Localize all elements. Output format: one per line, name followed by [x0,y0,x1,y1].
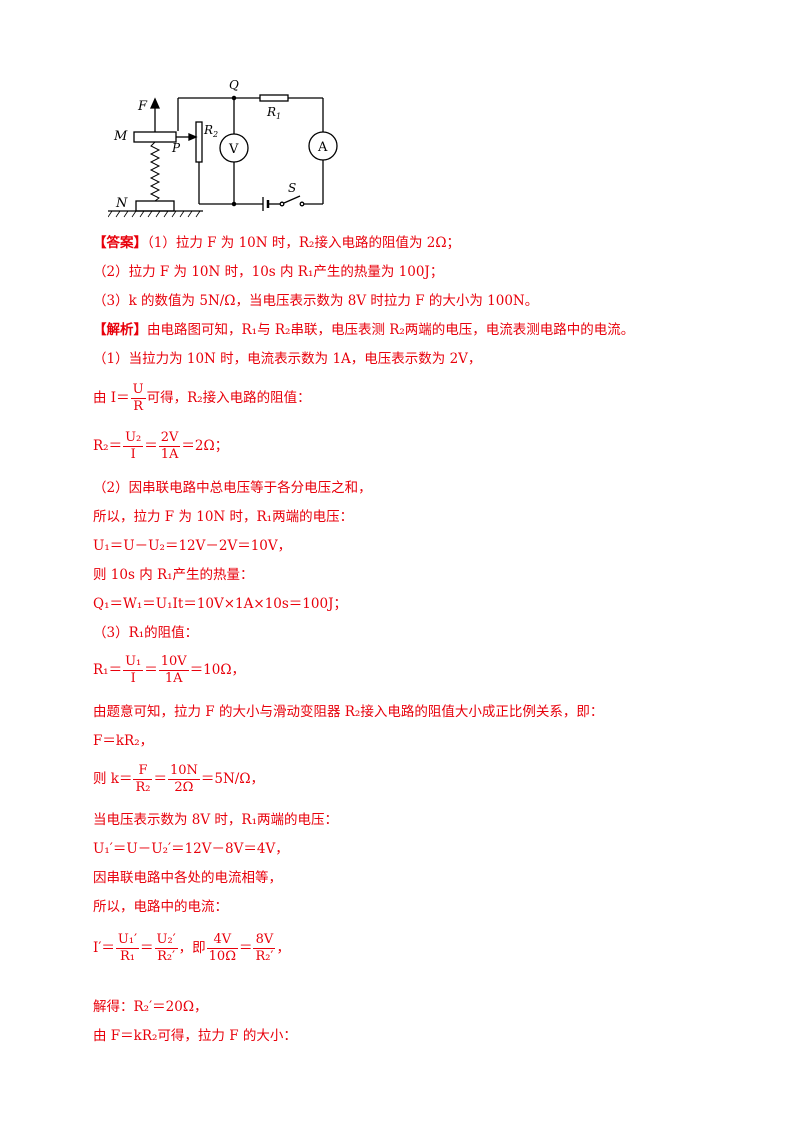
ohm-suffix: 可得，R₂接入电路的阻值： [146,390,311,406]
denominator: 10Ω [208,949,236,964]
r2-prefix: R₂＝ [93,438,123,454]
base-n-label: N [115,196,128,211]
heat-calc-line: Q₁＝W₁＝U₁It＝10V×1A×10s＝100J； [93,596,347,612]
ammeter-label: A [317,140,328,155]
u1-prime-line: U₁′＝U－U₂′＝12V－8V＝4V， [93,841,289,857]
denominator: R₂′ [255,949,274,964]
f-equals-kr-line: F＝kR₂， [93,733,154,749]
current-intro-line: 所以，电路中的电流： [93,899,228,915]
fraction-u2p-over-r2p: U₂′R₂′ [154,932,178,965]
analysis-tag: 【解析】 [93,322,147,338]
force-label: F [137,99,148,114]
denominator: R₂ [135,780,151,795]
answer-text-1: （1）拉力 F 为 10N 时，R₂接入电路的阻值为 2Ω； [147,235,461,251]
equals: ＝ [238,940,253,956]
equals: ＝ [144,662,158,678]
part-2-heading: （2）因串联电路中总电压等于各分电压之和， [93,480,372,496]
heat-intro-line: 则 10s 内 R₁产生的热量： [93,567,254,583]
series-current-line: 因串联电路中各处的电流相等， [93,870,282,886]
i-suffix: ， [276,940,290,956]
final-line: 由 F＝kR₂可得，拉力 F 的大小： [93,1028,297,1044]
part-1-heading: （1）当拉力为 10N 时，电流表示数为 1A，电压表示数为 2V， [93,351,482,367]
k-prefix: 则 k＝ [93,771,133,787]
fraction-u1p-over-r1: U₁′R₁ [115,932,140,965]
proportion-line: 由题意可知，拉力 F 的大小与滑动变阻器 R₂接入电路的阻值大小成正比例关系，即… [93,704,604,720]
answer-line-3: （3）k 的数值为 5N/Ω，当电压表示数为 8V 时拉力 F 的大小为 100… [93,293,539,309]
numerator: U₁ [123,654,144,671]
answer-line-2: （2）拉力 F 为 10N 时，10s 内 R₁产生的热量为 100J； [93,264,444,280]
circuit-diagram: F Q M P R2 R1 V A S N [108,78,338,218]
resistor-r1-label: R1 [266,105,281,121]
denominator: R₁ [119,949,135,964]
r1-prefix: R₁＝ [93,662,123,678]
i-mid-text: ，即 [178,940,206,956]
ohm-prefix: 由 I＝ [93,390,130,406]
r2-result: ＝2Ω； [181,438,229,454]
equals: ＝ [144,438,158,454]
equals: ＝ [153,771,167,787]
u1-calc-line: U₁＝U－U₂＝12V－2V＝10V， [93,538,292,554]
plate-m-label: M [113,129,128,144]
i-prefix: I′＝ [93,940,115,956]
numerator: 4V [206,932,238,949]
switch-s-label: S [288,181,296,195]
numerator: U₂′ [154,932,178,949]
v8-intro-line: 当电压表示数为 8V 时，R₁两端的电压： [93,812,338,828]
analysis-intro-text: 由电路图可知，R₁与 R₂串联，电压表测 R₂两端的电压，电流表测电路中的电流。 [147,322,635,338]
denominator: 2Ω [174,780,194,795]
numerator: 10N [167,763,200,780]
voltmeter-label: V [228,142,239,157]
equals: ＝ [140,940,154,956]
pointer-p-label: P [171,141,181,155]
answer-tag: 【答案】 [93,235,147,251]
denominator: R₂′ [157,949,176,964]
part-2-line-2: 所以，拉力 F 为 10N 时，R₁两端的电压： [93,509,354,525]
k-result: ＝5N/Ω， [200,771,265,787]
denominator: I [130,447,136,462]
numerator: 2V [158,430,181,447]
denominator: 1A [160,447,179,462]
denominator: R [133,399,143,414]
r1-result: ＝10Ω， [189,662,246,678]
node-q-label: Q [229,78,239,92]
numerator: 8V [253,932,276,949]
numerator: U [130,382,146,399]
answer-line-1: 【答案】（1）拉力 F 为 10N 时，R₂接入电路的阻值为 2Ω； [93,234,460,252]
denominator: 1A [164,671,183,686]
denominator: I [130,671,136,686]
resistor-r2-label: R2 [203,123,218,139]
numerator: U₁′ [115,932,140,949]
numerator: F [133,763,153,780]
numerator: 10V [158,654,189,671]
analysis-intro: 【解析】由电路图可知，R₁与 R₂串联，电压表测 R₂两端的电压，电流表测电路中… [93,321,634,339]
solve-line: 解得：R₂′＝20Ω， [93,999,208,1015]
part-3-heading: （3）R₁的阻值： [93,625,199,641]
numerator: U₂ [123,430,144,447]
